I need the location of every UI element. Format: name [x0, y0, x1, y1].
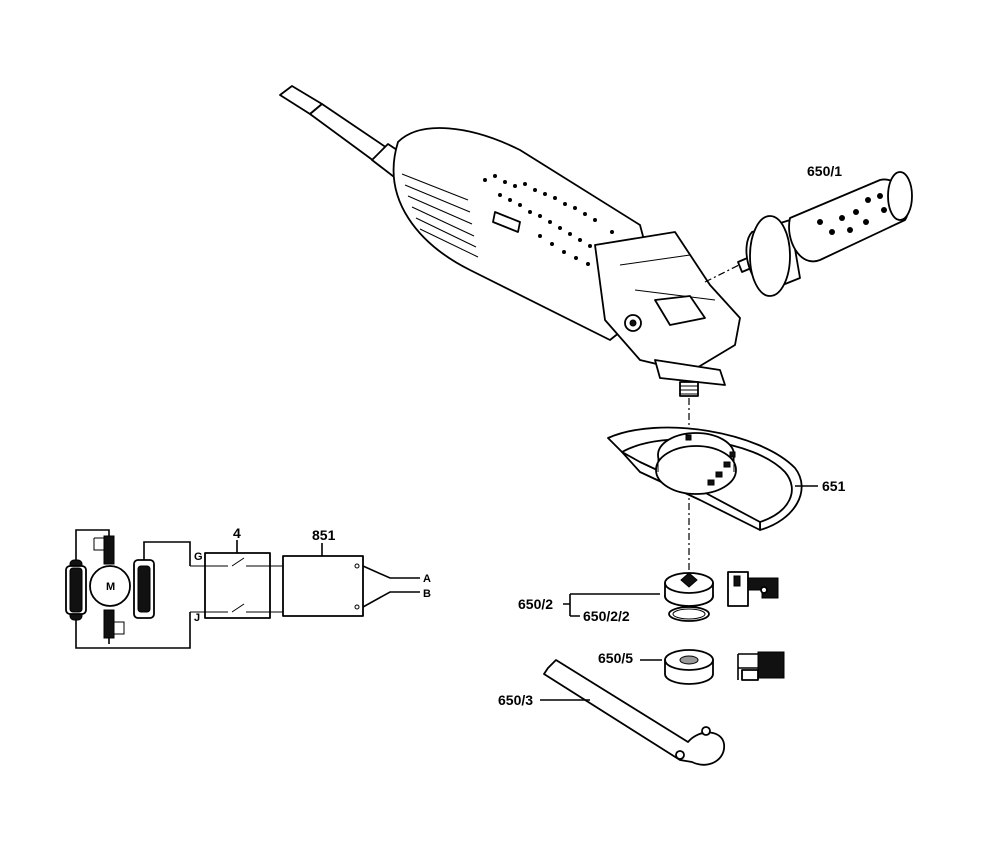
- terminal-a: A: [423, 573, 431, 585]
- terminal-b: B: [423, 588, 431, 600]
- terminal-g: G: [194, 551, 203, 563]
- vent-grille: [401, 173, 479, 258]
- flange-section-icon: [727, 571, 779, 607]
- label-switch: 4: [233, 525, 241, 541]
- label-nut: 650/5: [598, 650, 633, 666]
- label-oring: 650/2/2: [583, 608, 630, 624]
- clamping-nut: [664, 649, 714, 685]
- nut-section-icon: [737, 651, 785, 681]
- side-handle: [704, 171, 913, 297]
- wiring-diagram: M G J 4 851 A B: [65, 525, 431, 649]
- terminal-j: J: [194, 612, 200, 624]
- label-spanner: 650/3: [498, 692, 533, 708]
- spanner-wrench: [543, 659, 725, 766]
- angle-grinder: [279, 85, 741, 575]
- oring: [668, 606, 710, 622]
- label-filter: 851: [312, 527, 336, 543]
- motor-symbol: M: [106, 581, 115, 593]
- wheel-guard: [607, 426, 803, 531]
- mounting-flange: [664, 572, 714, 607]
- label-flange: 650/2: [518, 596, 553, 612]
- label-side-handle: 650/1: [807, 163, 842, 179]
- label-wheel-guard: 651: [822, 478, 846, 494]
